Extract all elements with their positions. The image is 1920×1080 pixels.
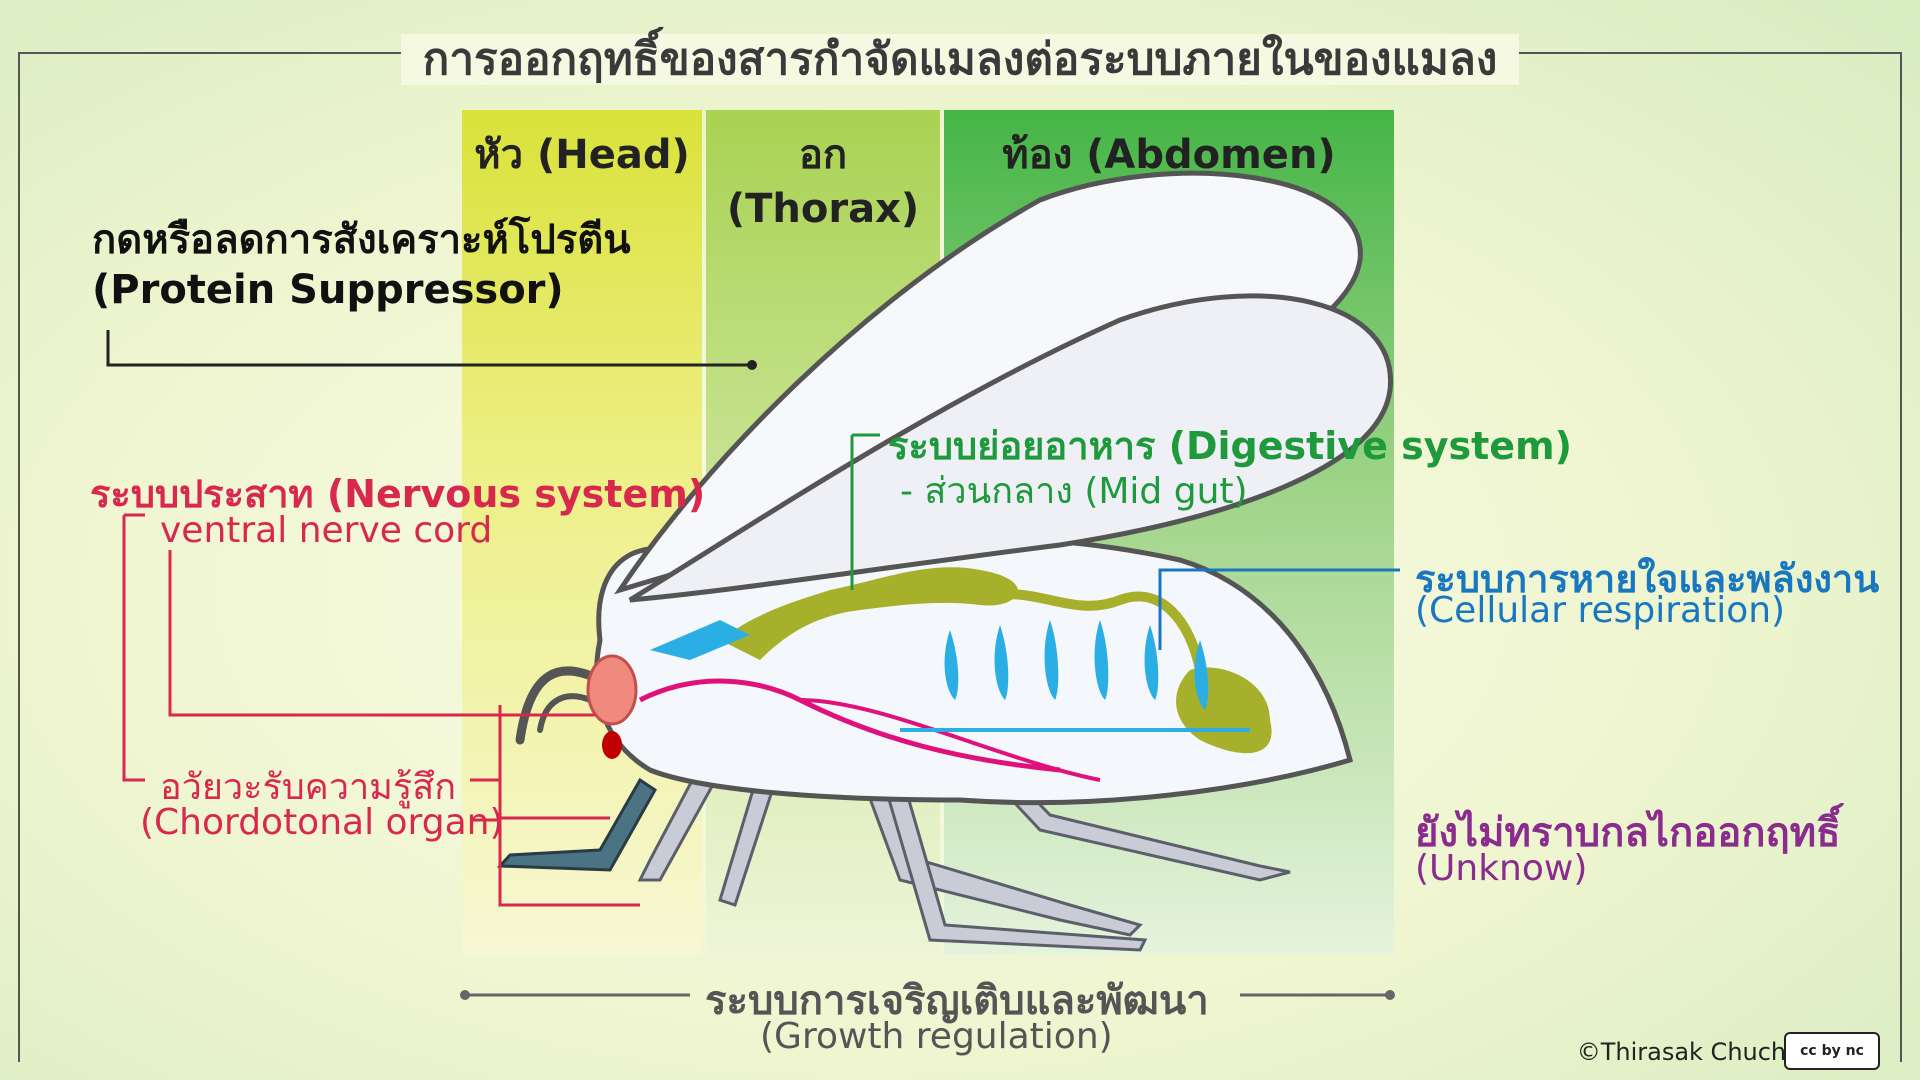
brain xyxy=(586,654,638,726)
tracheae xyxy=(650,620,1209,710)
abdomen-region-label: ท้อง (Abdomen) xyxy=(1002,132,1336,178)
unknown-label-th: ยังไม่ทราบกลไกออกฤทธิ์ xyxy=(1415,810,1841,856)
page-title: การออกฤทธิ์ของสารกำจัดแมลงต่อระบบภายในขอ… xyxy=(0,24,1920,94)
chordotonal-label-th: อวัยวะรับความรู้สึก xyxy=(160,767,457,808)
protein-leader-line xyxy=(106,330,752,367)
protein-label-en: (Protein Suppressor) xyxy=(92,267,564,313)
head-region-label: หัว (Head) xyxy=(474,132,690,178)
cc-license-badge: cc by nc xyxy=(1784,1032,1880,1070)
ventral-nerve-cord xyxy=(638,678,1061,773)
lower-wing xyxy=(628,293,1393,603)
antenna xyxy=(515,666,605,745)
digestive-label: ระบบย่อยอาหาร (Digestive system) xyxy=(888,424,1572,468)
respiration-leader-line xyxy=(1158,568,1400,650)
nervous-label: ระบบประสาท (Nervous system) xyxy=(90,472,706,516)
unknown-label-en: (Unknow) xyxy=(1415,848,1588,889)
midgut-label: - ส่วนกลาง (Mid gut) xyxy=(900,471,1248,512)
growth-label-th: ระบบการเจริญเติบและพัฒนา xyxy=(705,978,1209,1024)
respiration-label-en: (Cellular respiration) xyxy=(1415,590,1786,631)
front-leg xyxy=(496,777,657,872)
thorax-region-label: อก (Thorax) xyxy=(726,132,920,232)
credit-text: ©Thirasak Chuchoet xyxy=(1576,1038,1825,1066)
chordotonal-leader-line xyxy=(470,705,640,907)
eye xyxy=(602,731,622,759)
ventral-nerve-label: ventral nerve cord xyxy=(160,510,493,551)
chordotonal-label-en: (Chordotonal organ) xyxy=(140,802,504,843)
growth-label-en: (Growth regulation) xyxy=(760,1016,1113,1057)
respiration-label-th: ระบบการหายใจและพลังงาน xyxy=(1415,557,1880,601)
mid-gut xyxy=(720,567,1018,660)
protein-label-th: กดหรือลดการสังเคราะห์โปรตีน xyxy=(92,217,631,263)
ventral-leader-line xyxy=(168,550,595,717)
